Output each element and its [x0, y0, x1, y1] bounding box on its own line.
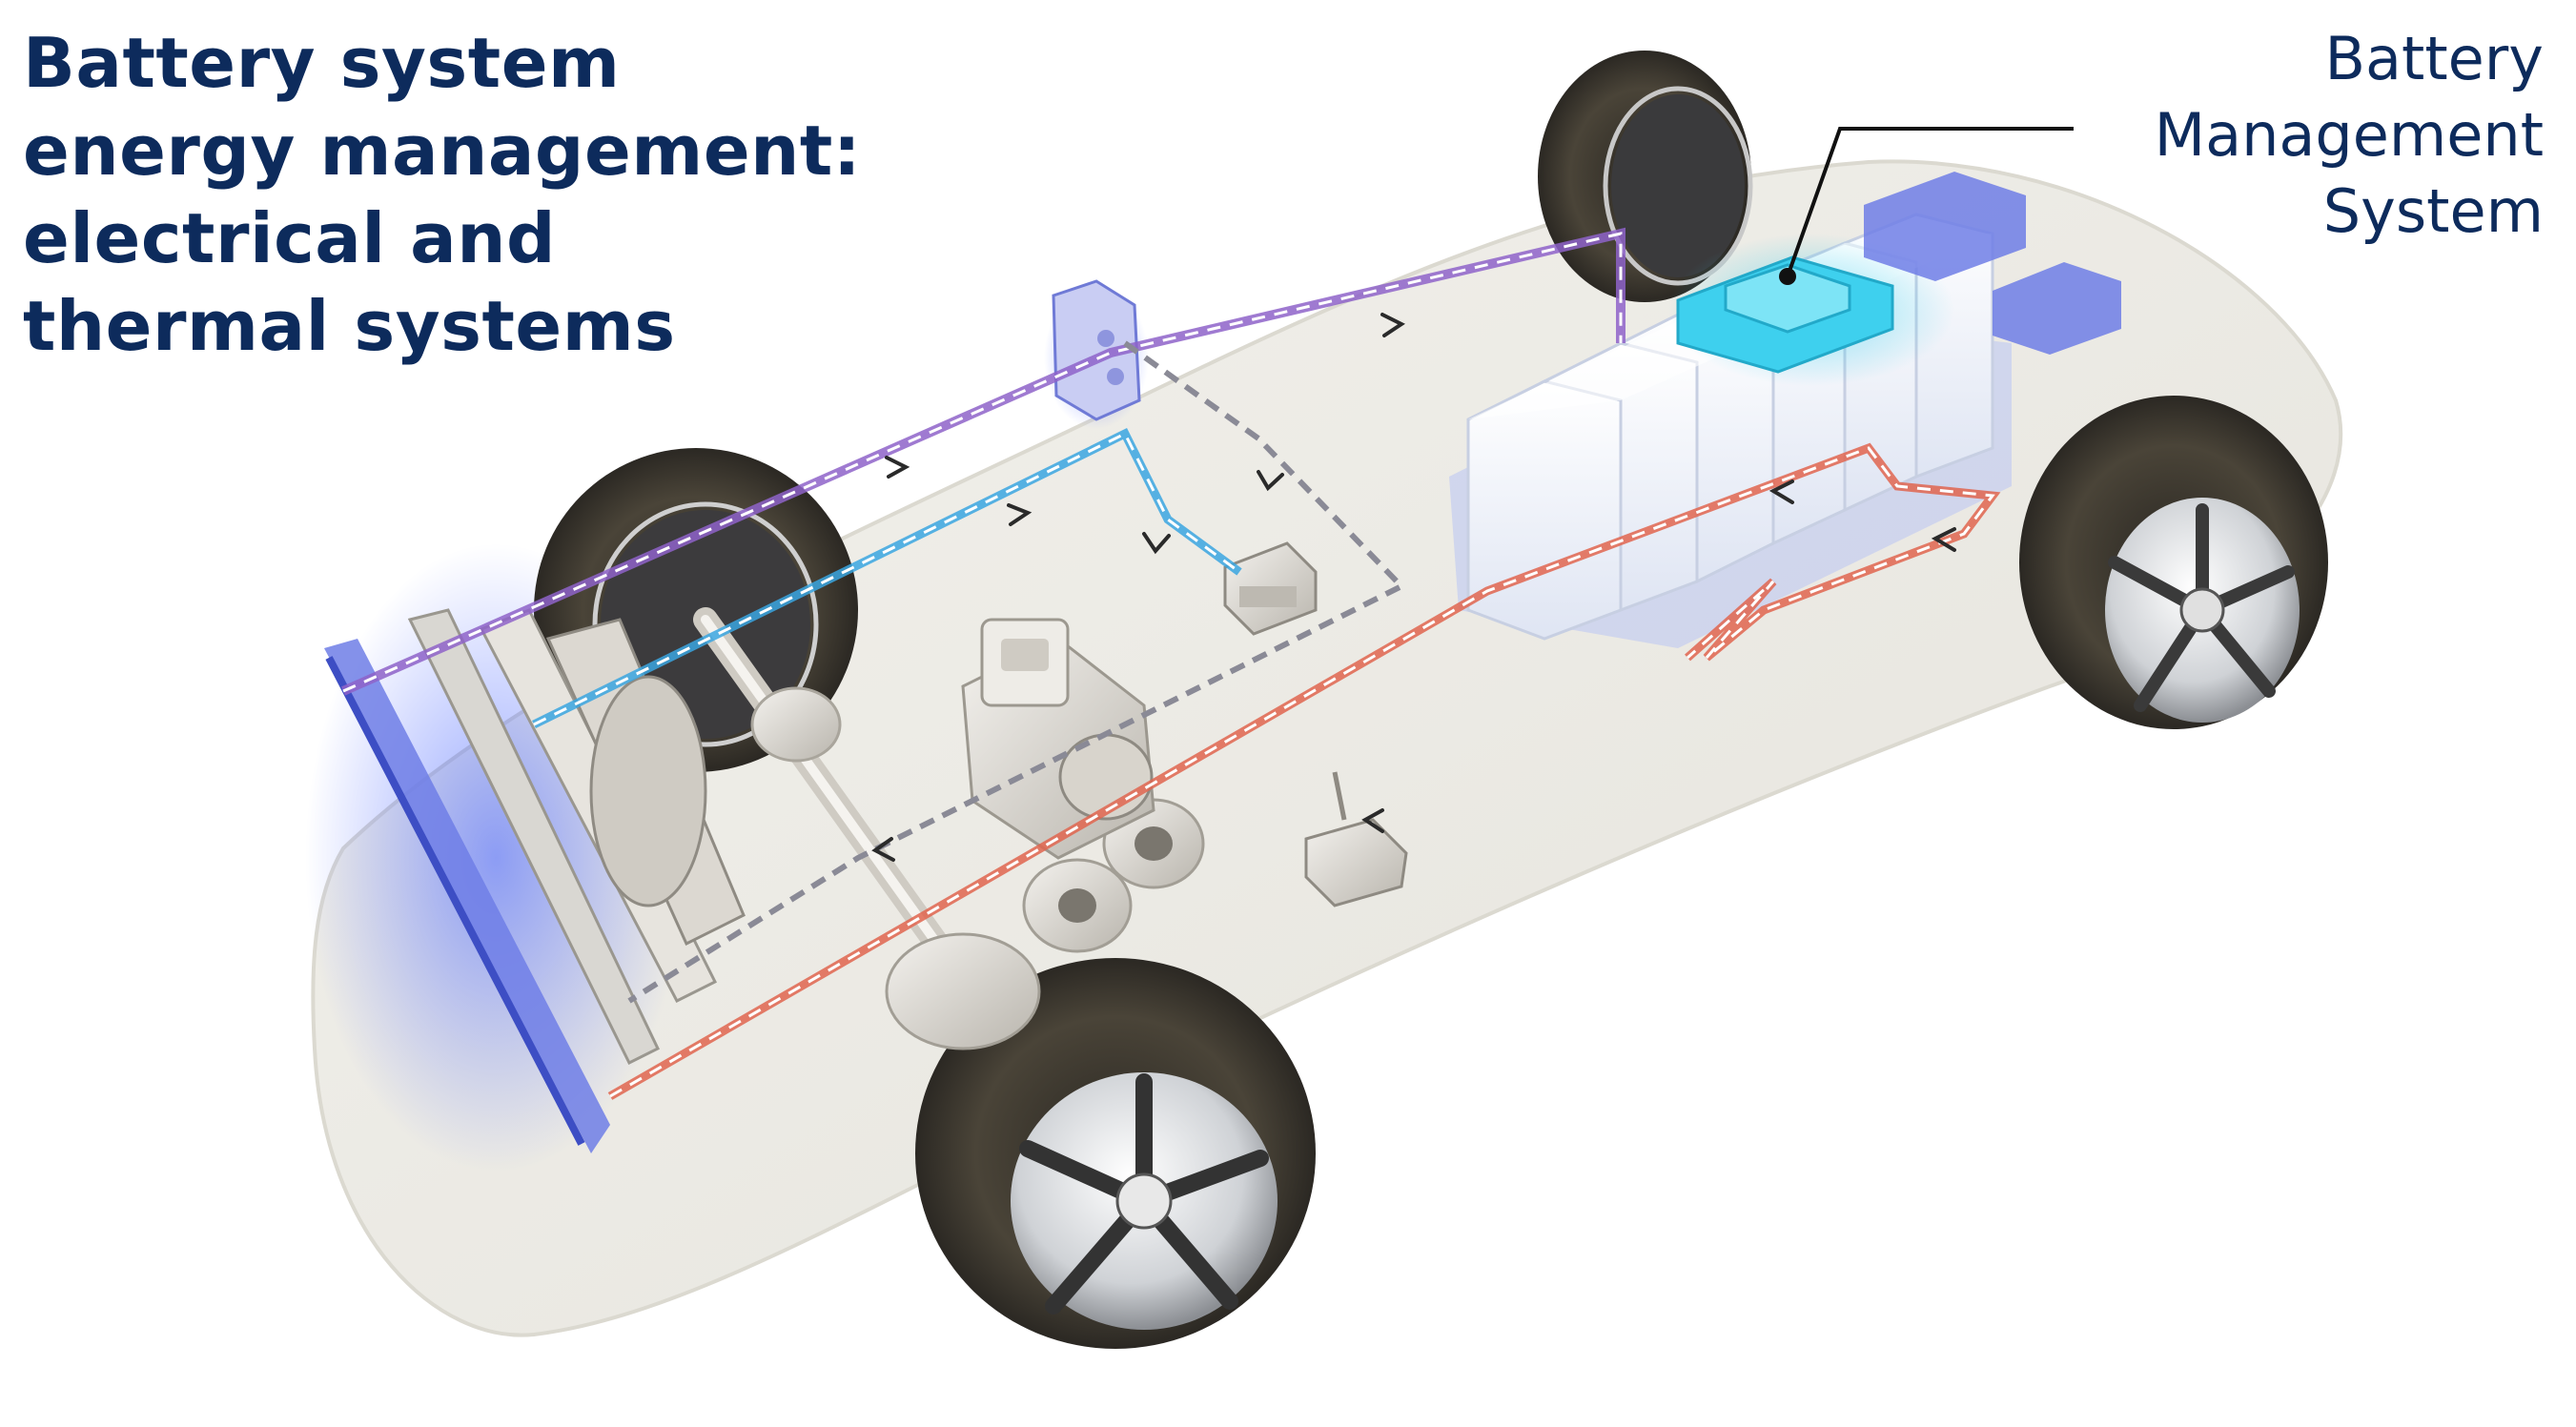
- heat-transfer-line: [607, 442, 2001, 1100]
- radiator-icon: [324, 608, 746, 1153]
- flow-arrows: [871, 313, 1956, 862]
- electrical-power-line: [340, 227, 1625, 696]
- diagram-title: Battery system energy management: electr…: [23, 19, 861, 370]
- callout-line-1: Battery: [2324, 24, 2544, 93]
- title-line-1: Battery system: [23, 23, 621, 103]
- title-line-3: electrical and: [23, 198, 557, 278]
- bms-callout-label: Battery Management System: [2155, 21, 2544, 250]
- control-unit-icon: [1223, 541, 1318, 636]
- bms-module-icon: [1668, 234, 1954, 386]
- wheel-rear-right-icon: [2019, 396, 2328, 729]
- title-line-2: energy management:: [23, 111, 862, 191]
- power-distribution-unit-icon: [1044, 279, 1149, 429]
- control-signal-line: [627, 340, 1407, 1004]
- wheel-front-bottom-icon: [915, 958, 1316, 1349]
- junction-box-icon: [1304, 771, 1408, 907]
- callout-line-2: Management: [2154, 100, 2544, 170]
- wheel-rear-top-icon: [1538, 51, 1753, 302]
- motor-icon: [961, 618, 1155, 860]
- coolant-line: [532, 427, 1242, 729]
- bms-callout-leader: [1779, 127, 2074, 285]
- auxiliary-module-icon: [1864, 172, 2121, 355]
- title-line-4: thermal systems: [23, 286, 676, 366]
- callout-line-3: System: [2322, 176, 2544, 246]
- gearbox-icon: [885, 798, 1205, 1050]
